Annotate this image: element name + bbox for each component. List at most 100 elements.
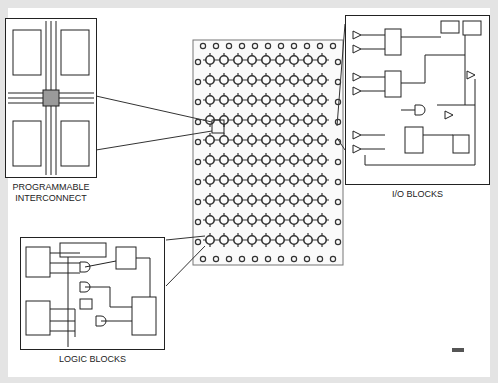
logic-cell — [231, 133, 245, 147]
io-pad — [265, 256, 270, 261]
logic-cell — [259, 93, 273, 107]
logic-cell — [287, 213, 301, 227]
logic-cell — [273, 73, 287, 87]
logic-cell — [245, 113, 259, 127]
logic-cell — [273, 93, 287, 107]
logic-cell — [273, 213, 287, 227]
io-pad — [335, 99, 340, 104]
logic-cell — [301, 93, 315, 107]
io-pad — [195, 99, 200, 104]
logic-cell — [259, 213, 273, 227]
io-pad — [239, 256, 244, 261]
logic-cell — [301, 53, 315, 67]
logic-cell — [231, 53, 245, 67]
io-pad — [195, 59, 200, 64]
logic-cell — [315, 233, 329, 247]
logic-cell — [231, 113, 245, 127]
io-pad — [195, 159, 200, 164]
logic-cell — [315, 193, 329, 207]
logic-cell — [315, 173, 329, 187]
logic-cell — [259, 113, 273, 127]
logic-cell — [287, 93, 301, 107]
io-pad — [195, 199, 200, 204]
io-pad — [291, 43, 296, 48]
logic-cell — [259, 193, 273, 207]
logic-cell — [273, 133, 287, 147]
io-pad — [317, 43, 322, 48]
io-inset: I/O BLOCKS — [345, 15, 490, 202]
io-pad — [200, 256, 205, 261]
logic-cell — [217, 53, 231, 67]
logic-cell — [301, 153, 315, 167]
logic-cell — [301, 213, 315, 227]
logic-cell — [217, 193, 231, 207]
logic-cell — [301, 113, 315, 127]
block-label: PROGRAMMABLE INTERCONNECT — [5, 182, 97, 204]
logic-cell — [231, 213, 245, 227]
logic-cell — [231, 93, 245, 107]
logic-cell — [287, 73, 301, 87]
io-pad — [330, 43, 335, 48]
io-pad — [226, 43, 231, 48]
logic-cell — [259, 73, 273, 87]
logic-cell — [217, 233, 231, 247]
logic-cell — [217, 93, 231, 107]
logic-cell — [315, 73, 329, 87]
io-pad — [317, 256, 322, 261]
logic-cell — [273, 53, 287, 67]
logic-cell — [315, 53, 329, 67]
io-pad — [195, 179, 200, 184]
io-pad — [278, 256, 283, 261]
logic-cell — [287, 233, 301, 247]
logic-cell — [231, 153, 245, 167]
io-pad — [195, 79, 200, 84]
io-pad — [335, 239, 340, 244]
logic-cell — [301, 193, 315, 207]
io-pad — [304, 43, 309, 48]
leader-lines — [96, 24, 345, 286]
logic-cell — [245, 153, 259, 167]
logic-cell — [287, 193, 301, 207]
io-pad — [195, 219, 200, 224]
logic-cell — [315, 133, 329, 147]
logic-cell — [259, 233, 273, 247]
io-pad — [335, 219, 340, 224]
logic-cell — [217, 133, 231, 147]
io-pad — [335, 199, 340, 204]
logic-cell — [217, 213, 231, 227]
io-pad — [200, 43, 205, 48]
inset-picture — [5, 18, 97, 178]
io-pad — [195, 139, 200, 144]
inset-picture — [345, 15, 490, 185]
logic-cell — [231, 173, 245, 187]
io-pad — [335, 179, 340, 184]
io-pad — [252, 256, 257, 261]
io-pad — [226, 256, 231, 261]
logic-cell — [217, 153, 231, 167]
logic-cell — [203, 193, 217, 207]
inset-picture — [20, 237, 165, 350]
logic-cell — [245, 233, 259, 247]
logic-cell — [273, 233, 287, 247]
logic-cell — [301, 173, 315, 187]
io-pad — [213, 256, 218, 261]
io-pad — [291, 256, 296, 261]
io-pad — [265, 43, 270, 48]
logic-cell — [301, 233, 315, 247]
io-pad — [335, 119, 340, 124]
io-pad — [335, 59, 340, 64]
io-pad — [252, 43, 257, 48]
logic-cell — [273, 113, 287, 127]
chip-outline — [193, 40, 343, 265]
block-label: LOGIC BLOCKS — [20, 354, 165, 365]
logic-cell — [287, 53, 301, 67]
logic-cell — [203, 153, 217, 167]
logic-cell — [315, 93, 329, 107]
logic-cell — [245, 213, 259, 227]
logic-cell — [245, 173, 259, 187]
logic-cell — [301, 73, 315, 87]
logic-cell — [203, 233, 217, 247]
logic-cell — [203, 73, 217, 87]
block-label: I/O BLOCKS — [345, 189, 490, 200]
